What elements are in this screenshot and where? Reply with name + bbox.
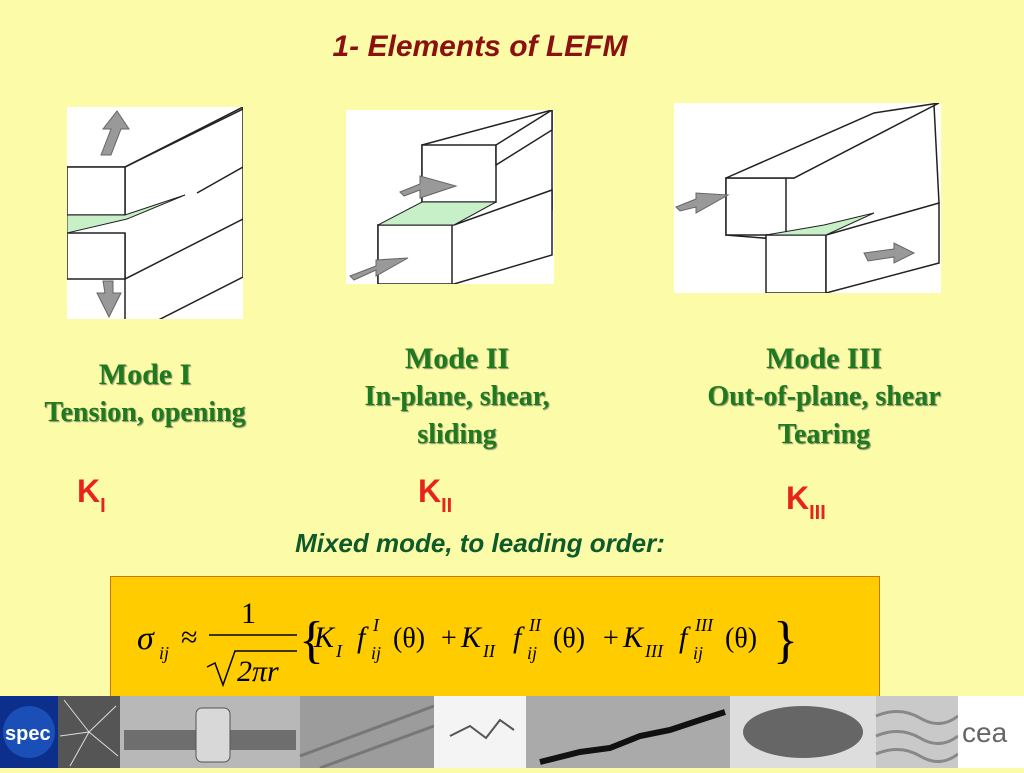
f1-sub: ij <box>371 643 381 663</box>
mixed-mode-label: Mixed mode, to leading order: <box>295 528 665 558</box>
f3: f <box>679 621 691 654</box>
k2-sub: II <box>482 641 496 661</box>
f2: f <box>513 621 525 654</box>
svg-text:{: { <box>299 612 324 669</box>
theta1: (θ) <box>393 623 425 654</box>
k2: K <box>460 621 483 654</box>
f3-sup: III <box>694 615 714 635</box>
mode-iii-description-2: Tearing <box>777 419 871 450</box>
crack-network-image <box>434 696 526 768</box>
fraction-numerator: 1 <box>241 597 256 630</box>
theta3: (θ) <box>725 623 757 654</box>
sigma-symbol: σ <box>137 620 155 657</box>
k-ii-main: K <box>418 473 442 509</box>
mode-i-diagram <box>66 105 244 339</box>
k-i-label: KI <box>77 473 106 517</box>
theta2: (θ) <box>553 623 585 654</box>
mode-ii-text: Mode II In-plane, shear, sliding <box>312 340 602 454</box>
k3: K <box>622 621 645 654</box>
mode-i-name: Mode I <box>98 358 192 391</box>
f3-sub: ij <box>693 643 703 663</box>
k-iii-subscript: III <box>809 502 826 524</box>
f1: f <box>357 621 369 654</box>
mode-ii-description-2: sliding <box>417 419 497 450</box>
mode-iii-description: Out-of-plane, shear <box>707 381 941 412</box>
k-iii-main: K <box>786 480 810 516</box>
sqrt-sign <box>206 650 297 688</box>
cea-logo <box>958 696 1024 768</box>
mode-iii-name: Mode III <box>766 342 882 375</box>
mode-ii-name: Mode II <box>404 342 510 375</box>
plus2: + <box>603 623 619 654</box>
k1-sub: I <box>335 641 343 661</box>
f2-sub: ij <box>527 643 537 663</box>
sigma-subscript: ij <box>159 643 169 663</box>
k-ii-label: KII <box>418 473 452 517</box>
svg-text:}: } <box>773 612 798 669</box>
spec-logo-text: spec <box>5 723 51 745</box>
mode-ii-description: In-plane, shear, <box>364 381 550 412</box>
cea-logo-text: cea <box>962 717 1008 748</box>
k-i-main: K <box>77 473 101 509</box>
slide-title: 1- Elements of LEFM <box>332 30 628 63</box>
k-i-subscript: I <box>100 495 106 517</box>
k3-sub: III <box>644 641 664 661</box>
mode-ii-diagram <box>346 108 554 285</box>
mode-i-description: Tension, opening <box>44 397 246 428</box>
k-ii-subscript: II <box>441 495 453 517</box>
formula-box: σ ij ≈ 1 2πr { K I f I ij (θ) + K II f I… <box>110 576 880 706</box>
mode-iii-diagram <box>674 102 941 294</box>
plus1: + <box>441 623 457 654</box>
k-iii-label: KIII <box>786 480 826 524</box>
f2-sup: II <box>528 615 542 635</box>
mode-i-text: Mode I Tension, opening <box>0 356 290 432</box>
bottom-image-strip: spec cea <box>0 696 1024 770</box>
mode-iii-text: Mode III Out-of-plane, shear Tearing <box>654 340 994 454</box>
f1-sup: I <box>372 615 380 635</box>
k1: K <box>313 621 336 654</box>
approx-symbol: ≈ <box>181 621 197 654</box>
fraction-denominator: 2πr <box>237 655 279 688</box>
